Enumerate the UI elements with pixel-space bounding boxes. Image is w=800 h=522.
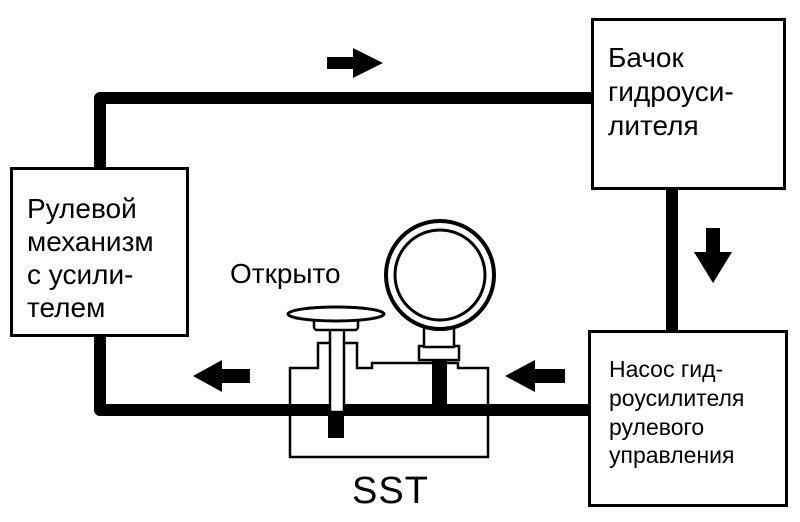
- pressure-gauge-face: [393, 228, 487, 322]
- sst-label: SST: [352, 470, 429, 512]
- reservoir-label: Бачок гидроуси- лителя: [608, 42, 734, 142]
- valve-handwheel: [286, 305, 386, 323]
- flow-arrow-left-icon: [193, 360, 250, 392]
- gauge-stem: [432, 360, 447, 410]
- reservoir-box: Бачок гидроуси- лителя: [591, 18, 786, 190]
- steering-gear-label: Рулевой механизм с усили- телем: [27, 193, 154, 324]
- return-line-top: [94, 92, 592, 172]
- steering-gear-box: Рулевой механизм с усили- телем: [10, 167, 189, 337]
- valve-open-label: Открыто: [230, 258, 341, 289]
- pump-label: Насос гид- роусилителя рулевого управлен…: [609, 356, 745, 469]
- flow-arrow-down-icon: [694, 228, 732, 283]
- valve-stem-plug: [328, 412, 344, 438]
- valve-stem: [328, 316, 346, 414]
- pump-box: Насос гид- роусилителя рулевого управлен…: [588, 330, 788, 507]
- flow-arrow-left-icon: [505, 360, 565, 392]
- flow-arrow-right-icon: [327, 48, 383, 78]
